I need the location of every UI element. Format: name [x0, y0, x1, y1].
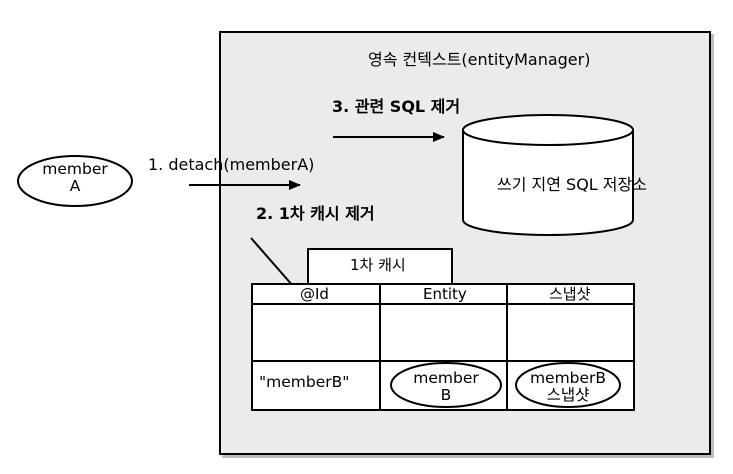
- step3-label: 3. 관련 SQL 제거: [332, 97, 461, 116]
- sql-store-label: 쓰기 지연 SQL 저장소: [497, 175, 647, 194]
- persistence-context-title: 영속 컨텍스트(entityManager): [368, 50, 591, 69]
- member-b-snapshot-line2: 스냅샷: [546, 385, 590, 404]
- column-divider: [506, 285, 508, 409]
- row-divider: [253, 360, 633, 362]
- member-a-line2: A: [69, 176, 81, 195]
- member-a-ellipse: [17, 155, 133, 207]
- member-b-snapshot-label: memberB 스냅샷: [518, 370, 618, 403]
- member-b-snapshot-ellipse: [515, 362, 621, 408]
- step2-label: 2. 1차 캐시 제거: [256, 204, 375, 223]
- column-divider: [379, 285, 381, 409]
- row-id-memberb: "memberB": [259, 373, 350, 391]
- first-level-cache-tab: [307, 248, 453, 284]
- member-b-entity-ellipse: [390, 362, 502, 408]
- header-divider: [253, 303, 633, 305]
- detach-label: 1. detach(memberA): [148, 155, 315, 174]
- member-b-entity-label: member B: [393, 370, 499, 403]
- column-header-entity: Entity: [423, 285, 467, 303]
- member-a-label: member A: [20, 161, 130, 194]
- first-level-cache-title: 1차 캐시: [350, 256, 406, 274]
- column-header-id: @Id: [300, 285, 329, 303]
- member-b-entity-line1: member: [413, 369, 479, 387]
- member-b-snapshot-line1: memberB: [529, 369, 607, 387]
- column-header-snapshot: 스냅샷: [549, 285, 591, 303]
- member-a-line1: member: [42, 160, 108, 178]
- member-b-entity-line2: B: [440, 385, 452, 404]
- sql-store-cylinder: [462, 114, 634, 236]
